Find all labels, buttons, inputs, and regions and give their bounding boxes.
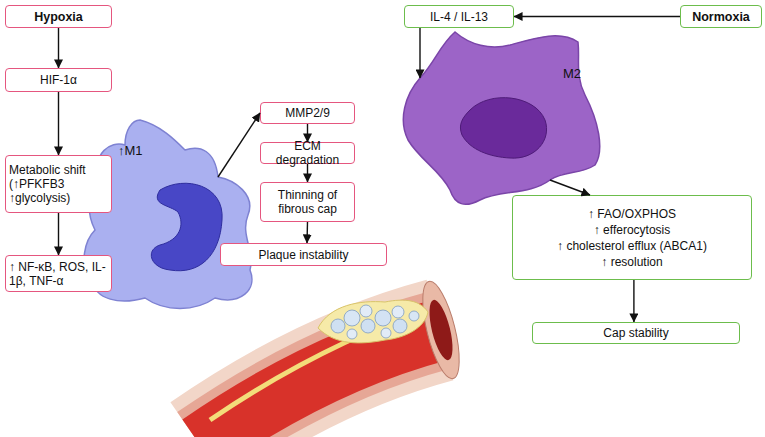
- plaque-crystal: [360, 305, 372, 317]
- plaque-crystal: [381, 328, 391, 338]
- box-text: Metabolic shift (↑PFKFB3 ↑glycolysis): [9, 163, 108, 205]
- box-text: ↑ FAO/OXPHOS: [516, 206, 748, 222]
- cell-body: [84, 120, 252, 309]
- outcome-box: Cap stability: [532, 322, 740, 344]
- arrow-connector: [58, 92, 59, 155]
- process-box: HIF-1α: [5, 68, 112, 92]
- condition-box: Normoxia: [680, 5, 762, 28]
- box-text: ↑ efferocytosis: [516, 222, 748, 238]
- box-text: Normoxia: [684, 10, 758, 24]
- box-text: HIF-1α: [9, 73, 108, 87]
- box-text: Cap stability: [536, 326, 736, 340]
- arrow-connector: [550, 180, 590, 195]
- arrow-connector: [58, 28, 59, 68]
- arrow-connector: [307, 124, 308, 142]
- box-text: ECM degradation: [264, 139, 351, 167]
- condition-box: Hypoxia: [5, 5, 112, 28]
- arrow-connector: [514, 16, 680, 17]
- artery-lumen: [200, 330, 440, 437]
- box-text: Hypoxia: [9, 10, 108, 24]
- plaque-crystal: [331, 319, 345, 333]
- artery-end-lumen: [425, 298, 457, 363]
- box-text: Plaque instability: [224, 248, 383, 262]
- plaque-crystal: [344, 310, 360, 326]
- artery-end-wall: [415, 278, 466, 382]
- box-text: IL-4 / IL-13: [408, 10, 510, 24]
- cell-body: [403, 32, 599, 204]
- arrow-connector: [307, 164, 308, 182]
- artery-vessel: [200, 278, 467, 437]
- m2-macrophage: M2: [398, 28, 603, 210]
- cell-label: ↑M1: [118, 143, 143, 158]
- plaque-crystal: [361, 319, 375, 333]
- plaque-crystal: [375, 310, 391, 326]
- process-box: Thinning of fibrous cap: [260, 182, 355, 222]
- outcome-box: Plaque instability: [220, 243, 387, 266]
- process-box: ↑ FAO/OXPHOS↑ efferocytosis↑ cholesterol…: [512, 195, 752, 280]
- plaque-crystal: [393, 319, 407, 333]
- box-text: Thinning of fibrous cap: [264, 188, 351, 216]
- plaque-crystal: [347, 329, 357, 339]
- macrophage-shape: [398, 28, 603, 210]
- cell-label: M2: [563, 66, 581, 81]
- box-text: ↑ resolution: [516, 254, 748, 270]
- process-box: Metabolic shift (↑PFKFB3 ↑glycolysis): [5, 155, 112, 213]
- artery-media: [200, 330, 440, 437]
- box-text: MMP2/9: [264, 106, 351, 120]
- cell-nucleus: [151, 183, 222, 271]
- cell-nucleus: [460, 98, 546, 158]
- plaque-crystal: [392, 306, 404, 318]
- process-box: ↑ NF-κB, ROS, IL-1β, TNF-α: [5, 255, 112, 292]
- arrow-connector: [419, 28, 420, 78]
- arrow-connector: [58, 213, 59, 255]
- plaque-crystal: [409, 311, 419, 321]
- arrow-connector: [218, 113, 260, 177]
- plaque-deposit: [318, 300, 428, 343]
- box-text: ↑ cholesterol efflux (ABCA1): [516, 238, 748, 254]
- process-box: IL-4 / IL-13: [404, 5, 514, 28]
- artery-outer-wall: [200, 330, 440, 437]
- plaque-core: [318, 300, 428, 343]
- process-box: MMP2/9: [260, 102, 355, 124]
- box-text: ↑ NF-κB, ROS, IL-1β, TNF-α: [9, 260, 108, 288]
- arrow-connector: [633, 280, 634, 322]
- arrow-connector: [306, 222, 308, 243]
- process-box: ECM degradation: [260, 142, 355, 164]
